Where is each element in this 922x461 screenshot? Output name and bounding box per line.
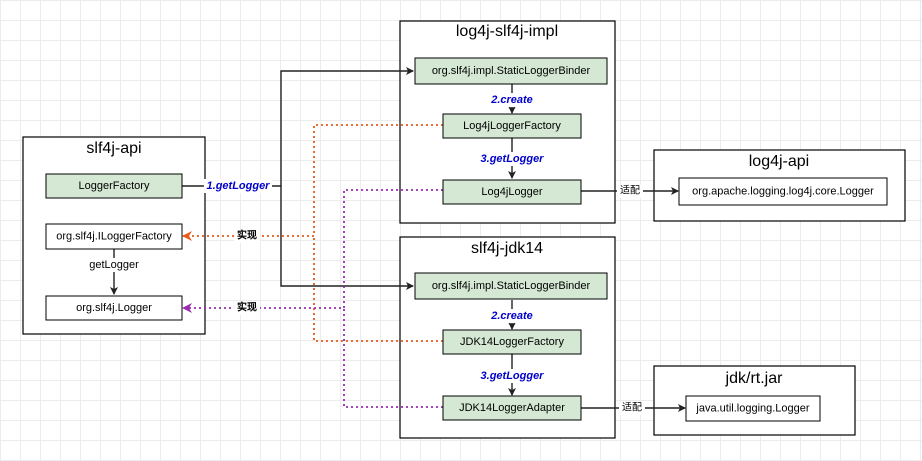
label-adapt-jdk14: 适配 xyxy=(619,402,645,415)
label-create-jdk14: 2.create xyxy=(487,309,537,323)
svg-text:3.getLogger: 3.getLogger xyxy=(481,370,545,382)
svg-text:java.util.logging.Logger: java.util.logging.Logger xyxy=(695,403,809,415)
svg-text:JDK14LoggerAdapter: JDK14LoggerAdapter xyxy=(459,402,565,414)
node-log4j-logger: Log4jLogger xyxy=(442,179,582,205)
svg-text:org.slf4j.ILoggerFactory: org.slf4j.ILoggerFactory xyxy=(56,231,172,243)
svg-text:org.slf4j.Logger: org.slf4j.Logger xyxy=(76,302,152,314)
label-create-log4j: 2.create xyxy=(487,93,537,107)
svg-text:LoggerFactory: LoggerFactory xyxy=(79,180,150,192)
svg-text:JDK14LoggerFactory: JDK14LoggerFactory xyxy=(460,336,564,348)
node-log4j-static-logger-binder: org.slf4j.impl.StaticLoggerBinder xyxy=(414,57,608,85)
label-1-getlogger: 1.getLogger xyxy=(204,179,272,193)
label-getlogger: getLogger xyxy=(86,258,142,272)
svg-text:实现: 实现 xyxy=(237,229,257,242)
group-title-jdk-rt-jar: jdk/rt.jar xyxy=(725,370,784,387)
edge-getlogger-to-jdk14-binder xyxy=(280,186,414,290)
svg-text:2.create: 2.create xyxy=(490,310,533,322)
svg-text:org.slf4j.impl.StaticLoggerBin: org.slf4j.impl.StaticLoggerBinder xyxy=(432,280,591,292)
node-jdk14-logger-adapter: JDK14LoggerAdapter xyxy=(442,395,582,421)
label-getlogger-3-log4j: 3.getLogger xyxy=(478,152,546,166)
group-title-slf4j-jdk14: slf4j-jdk14 xyxy=(471,240,543,257)
svg-text:getLogger: getLogger xyxy=(89,259,139,271)
node-log4j-core-logger: org.apache.logging.log4j.core.Logger xyxy=(678,177,888,206)
svg-text:Log4jLogger: Log4jLogger xyxy=(481,186,543,198)
svg-text:1.getLogger: 1.getLogger xyxy=(207,180,271,192)
svg-text:适配: 适配 xyxy=(620,185,640,197)
label-impl-factory: 实现 xyxy=(234,229,260,243)
svg-text:3.getLogger: 3.getLogger xyxy=(481,153,545,165)
label-impl-logger: 实现 xyxy=(234,301,260,315)
group-title-slf4j-api: slf4j-api xyxy=(86,140,141,157)
svg-text:2.create: 2.create xyxy=(490,94,533,106)
edge-getlogger-to-log4j-binder xyxy=(182,67,414,187)
edge-impl-logger-jdk14 xyxy=(343,308,443,408)
svg-text:org.slf4j.impl.StaticLoggerBin: org.slf4j.impl.StaticLoggerBinder xyxy=(432,65,591,77)
svg-text:实现: 实现 xyxy=(237,301,257,314)
svg-text:org.apache.logging.log4j.core.: org.apache.logging.log4j.core.Logger xyxy=(692,186,874,198)
group-title-log4j-api: log4j-api xyxy=(749,153,809,170)
node-logger-factory: LoggerFactory xyxy=(45,173,183,199)
node-jdk14-static-logger-binder: org.slf4j.impl.StaticLoggerBinder xyxy=(414,272,608,300)
label-adapt-log4j: 适配 xyxy=(617,185,643,198)
node-jdk14-logger-factory: JDK14LoggerFactory xyxy=(442,329,582,355)
node-log4j-logger-factory: Log4jLoggerFactory xyxy=(442,113,582,139)
svg-text:Log4jLoggerFactory: Log4jLoggerFactory xyxy=(463,120,561,132)
label-getlogger-3-jdk14: 3.getLogger xyxy=(478,369,546,383)
group-title-log4j-slf4j-impl: log4j-slf4j-impl xyxy=(456,23,558,40)
node-jul-logger: java.util.logging.Logger xyxy=(685,395,821,422)
svg-text:适配: 适配 xyxy=(622,402,642,414)
node-slf4j-logger: org.slf4j.Logger xyxy=(45,295,183,321)
node-ilogger-factory: org.slf4j.ILoggerFactory xyxy=(45,223,183,250)
